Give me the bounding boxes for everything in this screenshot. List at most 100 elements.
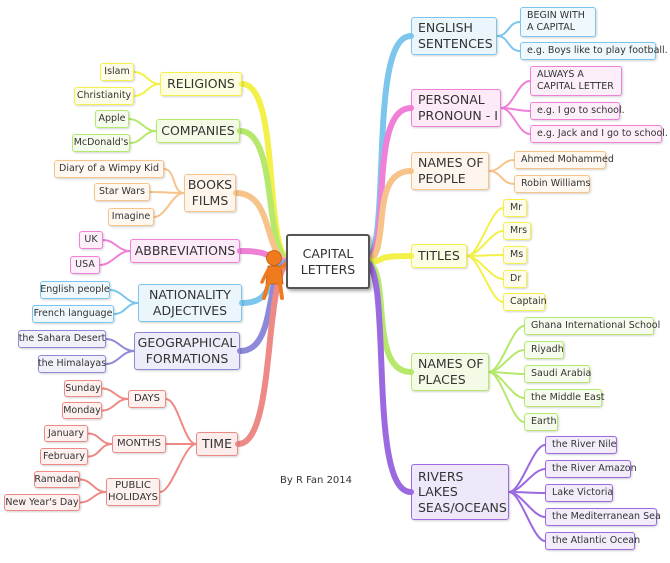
leaf-jack-and-i: e.g. Jack and I go to school. [530,125,668,143]
link-leaf-ahmed-mohammed [488,159,515,172]
link-leaf-atlantic-ocean [508,491,546,542]
leaf-himalayas: the Himalayas [38,355,106,373]
link-leaf-february [87,443,113,458]
link-leaf-usa [99,250,131,266]
connector-branch-rivers-lakes-seas [361,258,414,495]
link-leaf-imagine [153,192,185,218]
leaf-imagine-text: Imagine [111,211,151,223]
link-leaf-robin-williams [488,170,515,185]
leaf-boys-football: e.g. Boys like to play football. [520,42,668,60]
leaf-christianity: Christianity [74,87,134,105]
leaf-lake-victoria: Lake Victoria [545,484,613,502]
leaf-february: February [40,448,88,465]
branch-english-sentences: ENGLISH SENTENCES [411,17,497,55]
leaf-mr: Mr [503,199,527,217]
center-topic-label: CAPITAL LETTERS [300,245,356,277]
leaf-begin-with-capital: BEGIN WITH A CAPITAL [520,7,596,37]
leaf-saudi-arabia-text: Saudi Arabia [531,368,592,380]
leaf-mcdonalds: McDonald's [72,134,130,152]
link-leaf-new-years-day [79,491,107,504]
leaf-uk: UK [79,231,103,249]
link-leaf-earth [488,371,525,423]
leaf-ms: Ms [503,246,527,264]
link-leaf-apple [128,118,157,132]
leaf-dr-text: Dr [510,273,522,285]
leaf-riyadh: Riyadh [524,341,564,359]
branch-time: TIME [196,432,238,456]
connector-branch-names-of-people [361,168,414,265]
branch-books-films: BOOKS FILMS [184,174,236,212]
link-leaf-river-nile [508,444,546,493]
sub-public-holidays-label: PUBLIC HOLIDAYS [108,479,158,504]
sub-public-holidays: PUBLIC HOLIDAYS [106,478,160,506]
branch-english-sentences-label: ENGLISH SENTENCES [418,20,493,51]
leaf-ahmed-mohammed-text: Ahmed Mohammed [521,154,614,166]
leaf-mediterranean-sea: the Mediterranean Sea [545,508,661,526]
branch-geographical-formations-label: GEOGRAPHICAL FORMATIONS [137,335,237,366]
leaf-christianity-text: Christianity [76,90,132,102]
leaf-always-capital-text: ALWAYS A CAPITAL LETTER [537,69,614,92]
link-leaf-star-wars [149,191,185,194]
leaf-diary-wimpy-kid: Diary of a Wimpy Kid [54,160,164,178]
leaf-french-language-text: French language [33,308,113,320]
leaf-imagine: Imagine [108,208,154,226]
leaf-sahara-desert-text: the Sahara Desert [18,333,106,345]
leaf-islam: Islam [100,63,134,81]
leaf-ahmed-mohammed: Ahmed Mohammed [514,151,614,169]
leaf-lake-victoria-text: Lake Victoria [552,487,614,499]
branch-nationality-adjectives: NATIONALITY ADJECTIVES [138,284,242,322]
branch-religions: RELIGIONS [160,72,242,96]
leaf-english-people: English people [40,281,110,299]
leaf-i-go-school-text: e.g. I go to school. [537,105,625,117]
link-leaf-boys-football [496,35,521,52]
leaf-captain-text: Captain [510,296,547,308]
leaf-riyadh-text: Riyadh [531,344,564,356]
leaf-star-wars: Star Wars [94,183,150,201]
link-leaf-himalayas [105,350,135,365]
leaf-new-years-day: New Year's Day [4,494,80,511]
link-leaf-jack-and-i [500,107,531,135]
connector-branch-names-of-places [361,258,414,375]
leaf-saudi-arabia: Saudi Arabia [524,365,592,383]
branch-companies-label: COMPANIES [161,123,235,139]
leaf-apple: Apple [95,110,129,128]
link-sub-days [165,398,197,445]
leaf-usa: USA [70,256,100,274]
leaf-mediterranean-sea-text: the Mediterranean Sea [552,511,661,523]
branch-personal-pronoun-label: PERSONAL PRONOUN - I [418,92,498,123]
leaf-january-text: January [47,427,84,439]
link-leaf-begin-with-capital [496,21,521,37]
author-credit: By R Fan 2014 [280,475,353,486]
link-leaf-mcdonalds [129,130,157,144]
link-leaf-ghana-school [488,325,525,373]
branch-names-of-places-label: NAMES OF PLACES [418,356,484,387]
leaf-mrs-text: Mrs [510,225,528,237]
leaf-mrs: Mrs [503,222,531,240]
leaf-mcdonalds-text: McDonald's [73,137,129,149]
leaf-earth-text: Earth [531,416,557,428]
link-leaf-english-people [109,289,139,304]
branch-names-of-places: NAMES OF PLACES [411,353,489,391]
leaf-middle-east: the Middle East [524,389,605,407]
branch-personal-pronoun: PERSONAL PRONOUN - I [411,89,501,127]
branch-rivers-lakes-seas: RIVERS LAKES SEAS/OCEANS [411,464,509,520]
leaf-river-amazon: the River Amazon [545,460,637,478]
branch-geographical-formations: GEOGRAPHICAL FORMATIONS [134,332,240,370]
leaf-i-go-school: e.g. I go to school. [530,102,625,120]
branch-abbreviations: ABBREVIATIONS [130,239,240,263]
leaf-ms-text: Ms [510,249,524,261]
leaf-sunday-text: Sunday [65,382,101,394]
leaf-himalayas-text: the Himalayas [37,358,107,370]
leaf-ghana-school-text: Ghana International School [531,320,661,332]
link-leaf-monday [101,398,129,412]
branch-nationality-adjectives-label: NATIONALITY ADJECTIVES [149,287,231,318]
link-leaf-sahara-desert [105,338,135,352]
leaf-french-language: French language [32,305,114,323]
leaf-jack-and-i-text: e.g. Jack and I go to school. [537,128,668,140]
branch-rivers-lakes-seas-label: RIVERS LAKES SEAS/OCEANS [418,468,507,515]
leaf-sahara-desert: the Sahara Desert [18,330,106,348]
leaf-diary-wimpy-kid-text: Diary of a Wimpy Kid [59,163,159,175]
link-leaf-diary-wimpy-kid [163,168,185,194]
leaf-captain: Captain [503,293,547,311]
leaf-sunday: Sunday [64,380,102,397]
